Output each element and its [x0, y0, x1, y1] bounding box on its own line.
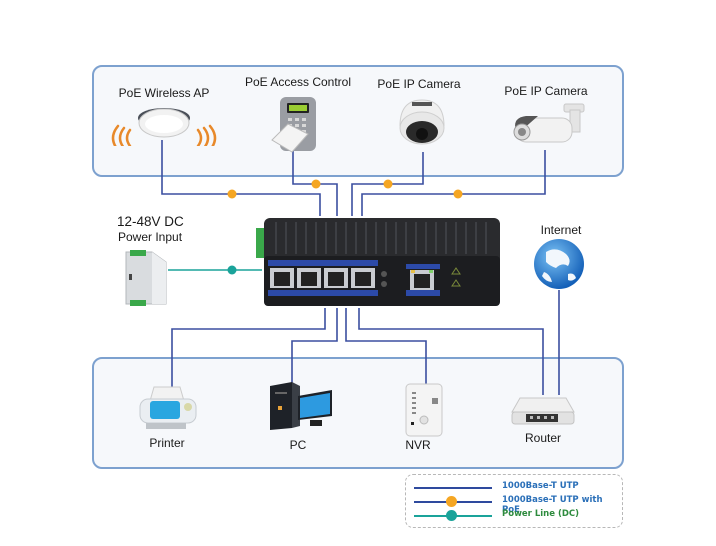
label-printer: Printer [149, 436, 185, 450]
access-control-icon [271, 97, 316, 153]
rj45-ports [270, 268, 434, 290]
label-poe-access-control: PoE Access Control [244, 75, 352, 89]
printer-icon [139, 386, 197, 429]
legend-item-power-line: Power Line (DC) [406, 508, 622, 524]
nvr-icon [405, 383, 443, 437]
internet-globe-icon [534, 239, 584, 289]
wire-router [358, 308, 544, 395]
label-pc: PC [289, 438, 307, 452]
power-input-voltage: 12-48V DC [117, 214, 184, 229]
legend: 1000Base-T UTP 1000Base-T UTP with PoE P… [405, 474, 623, 528]
wire-nvr [345, 308, 427, 384]
wireless-ap-icon [111, 108, 217, 146]
legend-label-utp-poe: 1000Base-T UTP with PoE [502, 495, 603, 515]
industrial-poe-switch [256, 218, 500, 306]
wire-printer [171, 308, 326, 393]
poe-marker [311, 179, 321, 189]
dc-marker-icon [446, 510, 457, 521]
legend-label-power-line: Power Line (DC) [502, 509, 580, 519]
router-icon [511, 397, 575, 425]
poe-marker-icon [446, 496, 457, 507]
pc-icon [270, 382, 332, 430]
label-nvr: NVR [405, 438, 431, 452]
legend-item-utp: 1000Base-T UTP [406, 480, 622, 496]
label-poe-ip-camera-bullet: PoE IP Camera [504, 84, 588, 98]
legend-label-utp: 1000Base-T UTP [502, 481, 579, 491]
label-router: Router [524, 431, 562, 445]
dome-camera-icon [399, 99, 445, 145]
legend-item-utp-poe: 1000Base-T UTP with PoE [406, 494, 622, 515]
wire-pc [291, 308, 338, 385]
poe-marker [227, 189, 237, 199]
bullet-camera-icon [513, 103, 585, 143]
label-poe-ip-camera-dome: PoE IP Camera [377, 77, 461, 91]
power-supply-icon [125, 250, 167, 306]
poe-marker [383, 179, 393, 189]
label-poe-wireless-ap: PoE Wireless AP [118, 86, 210, 100]
label-internet: Internet [540, 223, 582, 237]
legend-line-utp [414, 487, 492, 489]
power-input-label: Power Input [118, 230, 183, 244]
dc-marker [227, 265, 237, 275]
wire-ap [161, 140, 321, 216]
poe-marker [453, 189, 463, 199]
